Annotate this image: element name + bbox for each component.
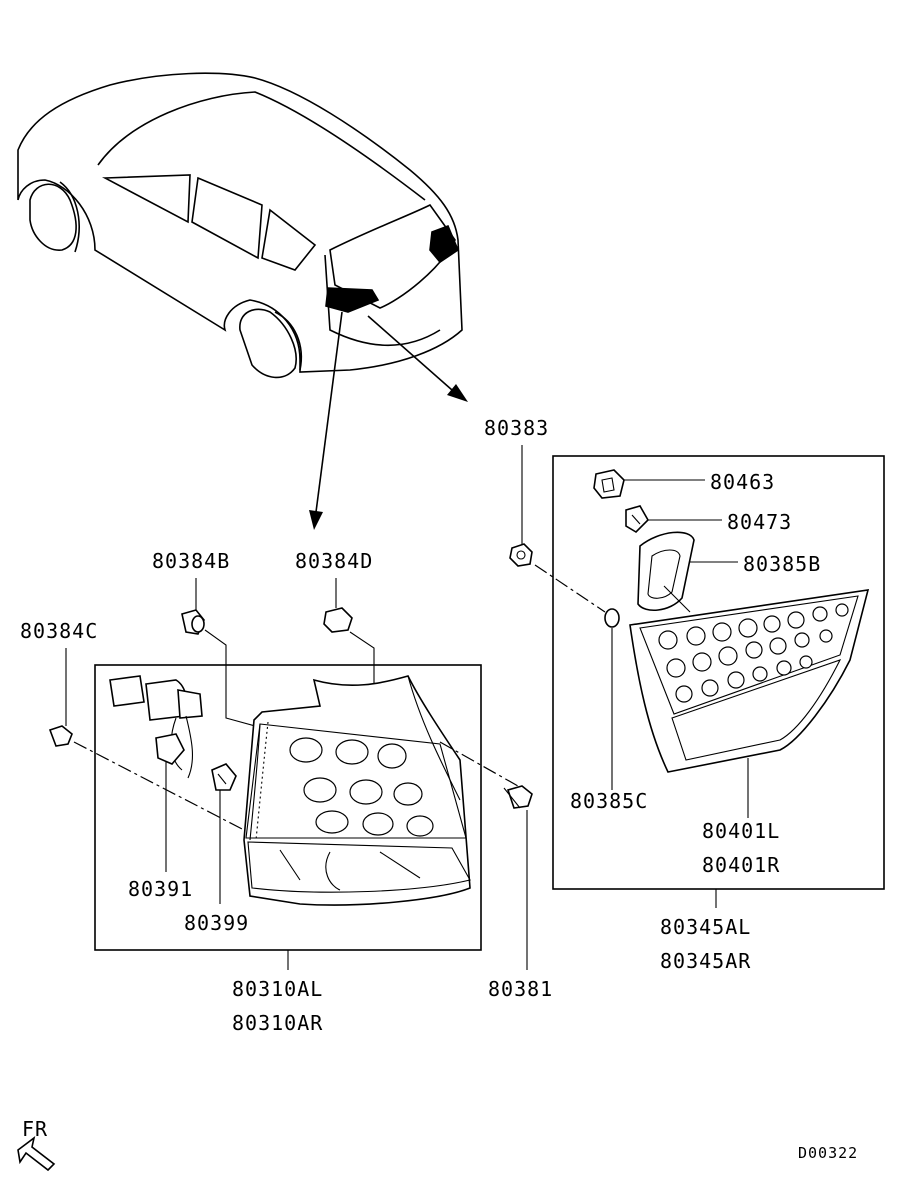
fr-label: FR <box>22 1117 48 1141</box>
label-80385C: 80385C <box>570 789 648 813</box>
label-80384D: 80384D <box>295 549 373 573</box>
label-80384B: 80384B <box>152 549 230 573</box>
label-80345AL: 80345AL <box>660 915 751 939</box>
socket-80463-icon <box>593 469 625 499</box>
label-80401R: 80401R <box>702 853 780 877</box>
bulb-80473-icon <box>625 505 649 534</box>
assembly-box-80345A <box>552 455 885 890</box>
label-80383: 80383 <box>484 416 549 440</box>
gasket-80385B-icon <box>637 531 695 611</box>
clip-80384C-icon <box>48 725 73 747</box>
harness-80391-icon <box>109 675 203 779</box>
lamp-reflector-icon <box>289 737 434 837</box>
label-80463: 80463 <box>710 470 775 494</box>
label-80345AR: 80345AR <box>660 949 751 973</box>
bulb-80399-icon <box>211 763 237 791</box>
label-80381: 80381 <box>488 977 553 1001</box>
screw-80381-icon <box>503 785 533 809</box>
front-direction-indicator: FR <box>17 1117 56 1172</box>
led-array-icon <box>658 603 849 703</box>
label-80310AL: 80310AL <box>232 977 323 1001</box>
clip-80384D-icon <box>323 607 353 633</box>
vehicle-illustration <box>17 72 463 379</box>
label-80399: 80399 <box>184 911 249 935</box>
drawing-code: D00322 <box>798 1144 858 1162</box>
label-80401L: 80401L <box>702 819 780 843</box>
inner-lamp-80401-icon <box>629 589 870 773</box>
outer-lamp-80310-icon <box>243 675 471 906</box>
clip-80384B-icon <box>181 609 205 635</box>
grommet-80385C-icon <box>604 608 620 628</box>
front-arrow-icon <box>17 1136 56 1172</box>
label-80391: 80391 <box>128 877 193 901</box>
pointer-arrows <box>309 311 468 530</box>
label-80385B: 80385B <box>743 552 821 576</box>
label-80310AR: 80310AR <box>232 1011 323 1035</box>
label-80473: 80473 <box>727 510 792 534</box>
nut-80383-icon <box>509 543 533 567</box>
label-80384C: 80384C <box>20 619 98 643</box>
